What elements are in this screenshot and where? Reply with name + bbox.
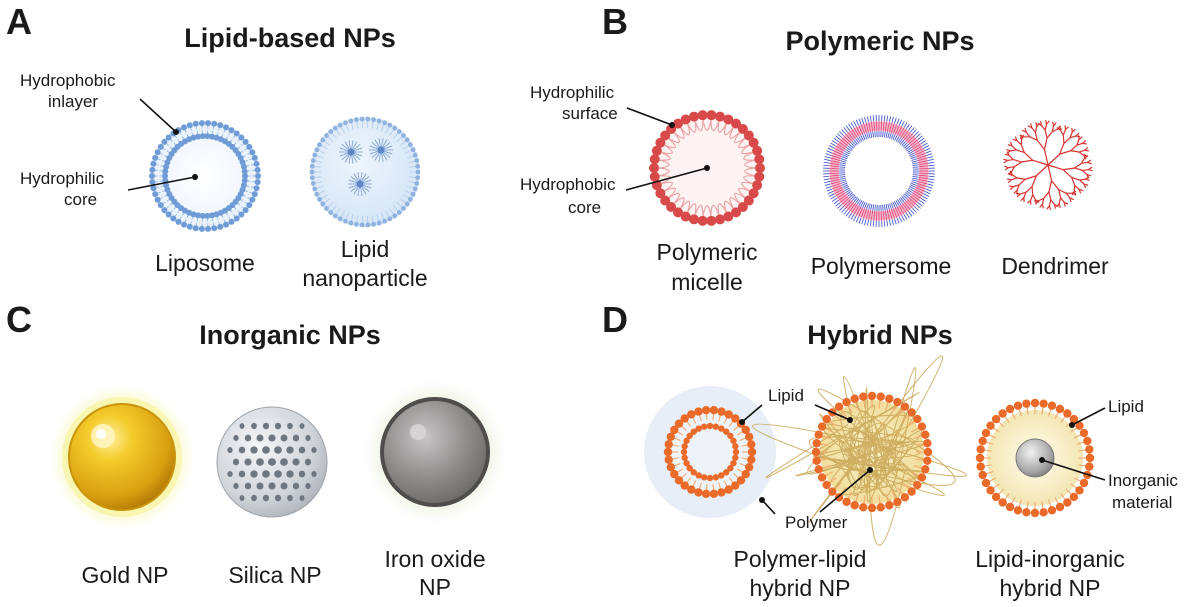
caption-polymer-lipid-hybrid-2: hybrid NP: [749, 575, 851, 601]
caption-silica-np: Silica NP: [228, 562, 322, 588]
caption-lipid-nanoparticle-1: Lipid: [340, 236, 390, 262]
label-hydrophobic-inlayer-2: inlayer: [48, 92, 99, 111]
panel-letter-d: D: [602, 299, 628, 340]
caption-polymersome: Polymersome: [810, 253, 952, 279]
gold-np-graphic: [50, 385, 194, 529]
label-lipid-2: Lipid: [1108, 397, 1144, 416]
caption-gold-np: Gold NP: [81, 562, 169, 588]
panel-letter-b: B: [602, 1, 628, 42]
label-inorganic-material-1: Inorganic: [1108, 471, 1178, 490]
liposome-graphic: [149, 120, 261, 232]
label-lipid-1: Lipid: [768, 386, 804, 405]
caption-polymeric-micelle-1: Polymeric: [656, 239, 758, 265]
polymer-lipid-hybrid-left-graphic: [644, 386, 776, 518]
panel-title-hybrid: Hybrid NPs: [807, 320, 953, 350]
leader-dots: [173, 122, 1075, 503]
caption-lipid-nanoparticle-2: nanoparticle: [302, 265, 428, 291]
polymersome-graphic: [823, 115, 935, 227]
caption-lipid-inorganic-hybrid-1: Lipid-inorganic: [975, 546, 1125, 572]
label-hydrophilic-core-1: Hydrophilic: [20, 169, 105, 188]
panel-title-inorganic: Inorganic NPs: [199, 320, 381, 350]
caption-iron-oxide-np-2: NP: [419, 574, 451, 600]
panel-letter-c: C: [6, 299, 32, 340]
panel-title-lipid: Lipid-based NPs: [184, 23, 396, 53]
iron-oxide-np-graphic: [363, 380, 507, 524]
label-hydrophobic-inlayer-1: Hydrophobic: [20, 71, 116, 90]
label-hydrophilic-surface-2: surface: [562, 104, 618, 123]
label-inorganic-material-2: material: [1112, 493, 1173, 512]
leader-lines: [127, 98, 1106, 515]
caption-polymer-lipid-hybrid-1: Polymer-lipid: [733, 546, 867, 572]
label-hydrophobic-core-2: core: [568, 198, 602, 217]
label-hydrophobic-core-1: Hydrophobic: [520, 175, 616, 194]
panel-title-polymeric: Polymeric NPs: [785, 26, 975, 56]
panel-letter-a: A: [6, 1, 32, 42]
caption-lipid-inorganic-hybrid-2: hybrid NP: [999, 575, 1101, 601]
caption-liposome: Liposome: [155, 250, 255, 276]
label-polymer: Polymer: [785, 513, 848, 532]
lipid-nanoparticle-graphic: [309, 116, 421, 228]
lipid-inorganic-hybrid-graphic: [975, 398, 1095, 518]
caption-dendrimer: Dendrimer: [1001, 253, 1109, 279]
dendrimer-graphic: [1003, 119, 1093, 211]
caption-iron-oxide-np-1: Iron oxide: [384, 546, 486, 572]
label-hydrophilic-core-2: core: [64, 190, 98, 209]
caption-polymeric-micelle-2: micelle: [671, 269, 743, 295]
label-hydrophilic-surface-1: Hydrophilic: [530, 83, 615, 102]
silica-np-graphic: [216, 406, 328, 518]
